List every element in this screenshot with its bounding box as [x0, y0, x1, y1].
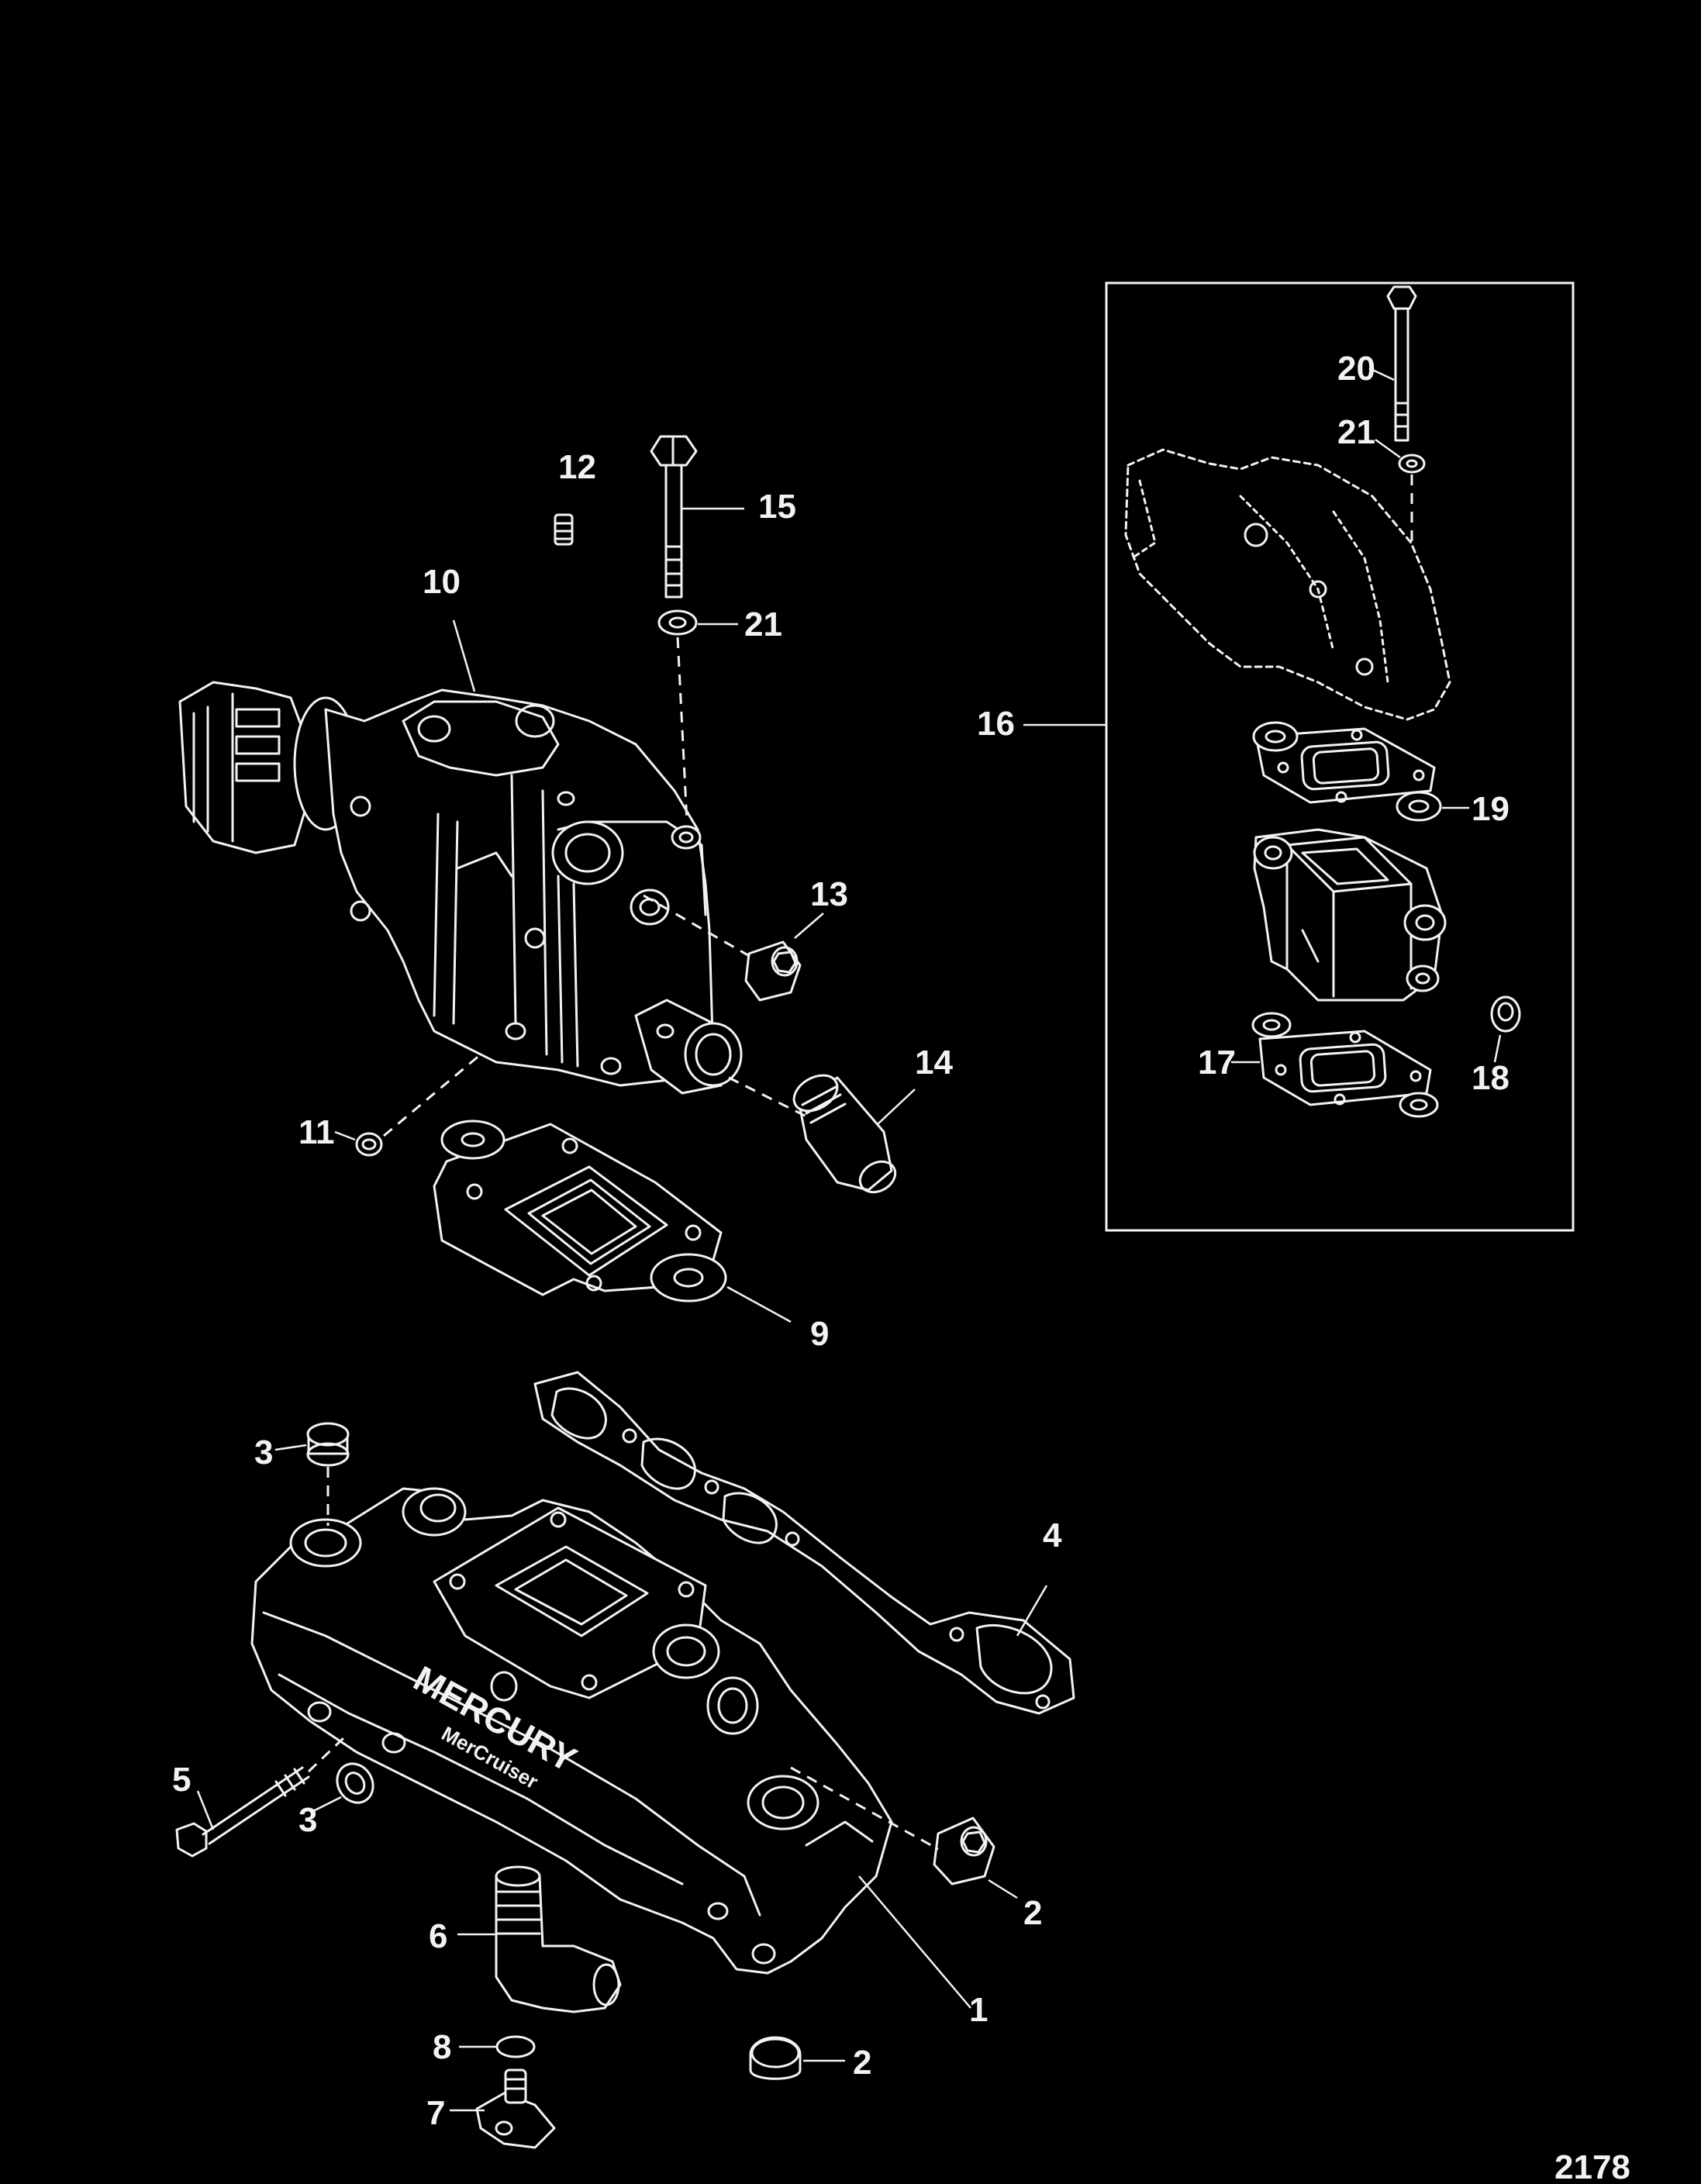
callout-18: 18 — [1472, 1059, 1510, 1097]
gasket-part-17 — [1251, 1012, 1439, 1118]
callout-7: 7 — [426, 2094, 445, 2132]
callout-21-inset: 21 — [1337, 413, 1375, 451]
washer-part-21 — [1398, 454, 1426, 474]
plug-part-13 — [744, 940, 802, 1002]
plug-part-2-bottom — [749, 2036, 802, 2080]
callout-10: 10 — [423, 563, 461, 601]
o-ring-part-8 — [495, 2035, 536, 2058]
plug-part-2-right — [933, 1817, 995, 1886]
washer-part-21 — [657, 609, 698, 636]
fitting-part-6 — [495, 1865, 622, 2013]
gasket-part-4 — [533, 1371, 1075, 1715]
callout-14: 14 — [915, 1044, 953, 1082]
fitting-part-14 — [792, 1074, 897, 1194]
callout-3-top: 3 — [254, 1434, 273, 1472]
callout-9: 9 — [810, 1315, 829, 1353]
callout-2-right: 2 — [1023, 1894, 1042, 1932]
plug-part-18 — [1490, 995, 1521, 1033]
plug-part-11 — [355, 1132, 383, 1157]
callout-8: 8 — [433, 2028, 451, 2066]
callout-2-bottom: 2 — [853, 2044, 871, 2082]
callout-16: 16 — [977, 705, 1015, 743]
callout-6: 6 — [429, 1917, 447, 1955]
callout-13: 13 — [810, 875, 848, 913]
cap-part-3-top — [306, 1422, 350, 1467]
callout-4: 4 — [1043, 1516, 1062, 1554]
plug-part-12 — [554, 513, 574, 546]
callout-5: 5 — [172, 1761, 191, 1799]
bolt-part-15 — [650, 435, 698, 599]
callout-20: 20 — [1337, 350, 1375, 388]
spacer-block — [1253, 828, 1447, 1002]
exhaust-manifold-part-1: MERCURY MerCruiser — [250, 1487, 893, 1975]
callout-1: 1 — [969, 1991, 988, 2029]
exhaust-elbow-part-10 — [178, 681, 743, 1095]
bolt-part-5 — [175, 1766, 310, 1858]
cap-part-3-lower — [336, 1762, 374, 1804]
gasket-part-19 — [1252, 721, 1442, 822]
callout-17: 17 — [1198, 1044, 1236, 1082]
callout-15: 15 — [758, 488, 796, 526]
elbow-ghost-outline — [1124, 448, 1451, 721]
gasket-part-9 — [433, 1120, 727, 1302]
callout-11: 11 — [298, 1113, 335, 1151]
drain-plug-part-7 — [475, 2068, 556, 2149]
bolt-part-20 — [1386, 285, 1417, 442]
callout-21: 21 — [744, 606, 782, 643]
detail-inset-box — [1105, 281, 1575, 1232]
callout-12: 12 — [558, 448, 596, 486]
callout-3-lower: 3 — [298, 1801, 317, 1839]
figure-id: 2178 — [1554, 2148, 1630, 2184]
callout-19: 19 — [1472, 790, 1510, 828]
